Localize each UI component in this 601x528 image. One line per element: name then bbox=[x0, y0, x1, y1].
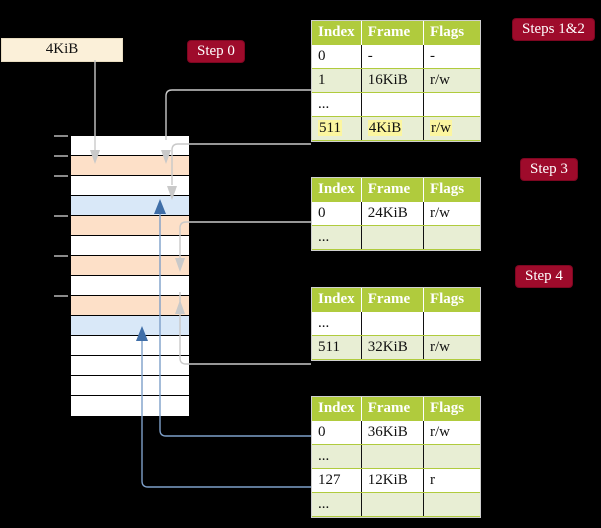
column-header-frame: Frame bbox=[361, 397, 424, 421]
cell-flags: - bbox=[422, 44, 480, 69]
cell-frame: - bbox=[360, 44, 424, 69]
memory-frame-row bbox=[71, 376, 189, 396]
table-row: ... bbox=[312, 225, 480, 250]
column-header-index: Index bbox=[312, 178, 362, 202]
highlighted-value: r/w bbox=[429, 120, 452, 136]
conn-step12-a bbox=[165, 89, 311, 140]
memory-frame-row bbox=[71, 236, 189, 256]
physical-memory-column bbox=[70, 135, 190, 416]
table-row: 0-- bbox=[312, 44, 480, 69]
cell-flags: r/w bbox=[422, 116, 480, 141]
memory-frame-row bbox=[71, 356, 189, 376]
memory-frame-row bbox=[71, 176, 189, 196]
memory-tick-mark bbox=[54, 215, 68, 217]
cell-flags: r/w bbox=[422, 201, 480, 226]
memory-tick-mark bbox=[54, 155, 68, 157]
cell-flags bbox=[422, 492, 480, 517]
cell-index: ... bbox=[312, 225, 362, 250]
badge-step-4: Step 4 bbox=[516, 266, 572, 287]
cell-flags: r/w bbox=[422, 335, 480, 360]
cell-frame: 4KiB bbox=[360, 116, 424, 141]
cell-frame bbox=[360, 492, 424, 517]
cell-index: ... bbox=[312, 311, 362, 336]
cell-index: ... bbox=[312, 92, 362, 117]
memory-frame-row bbox=[71, 216, 189, 236]
column-header-flags: Flags bbox=[423, 21, 480, 45]
highlighted-value: 511 bbox=[318, 120, 342, 136]
column-header-frame: Frame bbox=[361, 288, 424, 312]
cell-index: ... bbox=[312, 444, 362, 469]
column-header-flags: Flags bbox=[423, 288, 480, 312]
cell-index: 0 bbox=[312, 201, 362, 226]
table-row: ... bbox=[312, 92, 480, 117]
table-row: ... bbox=[312, 492, 480, 517]
table-row: 511 4KiB r/w bbox=[312, 116, 480, 141]
cell-index: 0 bbox=[312, 44, 362, 69]
memory-frame-row bbox=[71, 276, 189, 296]
cell-flags bbox=[422, 444, 480, 469]
memory-frame-row bbox=[71, 316, 189, 336]
cell-frame bbox=[360, 92, 424, 117]
badge-steps-1-2: Steps 1&2 bbox=[513, 19, 594, 40]
table-row: ... bbox=[312, 311, 480, 336]
cell-frame: 36KiB bbox=[360, 420, 424, 445]
cell-index: ... bbox=[312, 492, 362, 517]
cell-index: 127 bbox=[312, 468, 362, 493]
cell-frame: 12KiB bbox=[360, 468, 424, 493]
cell-flags: r/w bbox=[422, 68, 480, 93]
conn-step12-b bbox=[171, 143, 311, 185]
table-row: ... bbox=[312, 444, 480, 469]
memory-tick-mark bbox=[54, 295, 68, 297]
memory-tick-mark bbox=[54, 255, 68, 257]
cell-frame bbox=[360, 311, 424, 336]
column-header-index: Index bbox=[312, 21, 362, 45]
cell-flags bbox=[422, 311, 480, 336]
cell-flags bbox=[422, 92, 480, 117]
cell-frame bbox=[360, 444, 424, 469]
memory-frame-row bbox=[71, 296, 189, 316]
frame-size-label: 4KiB bbox=[45, 41, 79, 57]
memory-frame-row bbox=[71, 136, 189, 156]
column-header-flags: Flags bbox=[423, 397, 480, 421]
memory-frame-row bbox=[71, 156, 189, 176]
memory-frame-row bbox=[71, 256, 189, 276]
cell-index: 0 bbox=[312, 420, 362, 445]
column-header-index: Index bbox=[312, 288, 362, 312]
column-header-flags: Flags bbox=[423, 178, 480, 202]
cell-flags: r/w bbox=[422, 420, 480, 445]
column-header-frame: Frame bbox=[361, 21, 424, 45]
cell-frame: 32KiB bbox=[360, 335, 424, 360]
cell-frame: 24KiB bbox=[360, 201, 424, 226]
memory-frame-row bbox=[71, 396, 189, 416]
column-header-index: Index bbox=[312, 397, 362, 421]
cell-index: 511 bbox=[312, 335, 362, 360]
memory-frame-row bbox=[71, 336, 189, 356]
cell-frame: 16KiB bbox=[360, 68, 424, 93]
badge-step-3: Step 3 bbox=[521, 159, 577, 180]
cell-flags bbox=[422, 225, 480, 250]
cell-index: 1 bbox=[312, 68, 362, 93]
cell-flags: r bbox=[422, 468, 480, 493]
memory-tick-mark bbox=[54, 135, 68, 137]
badge-step-0: Step 0 bbox=[188, 41, 244, 62]
memory-frame-row bbox=[71, 196, 189, 216]
cell-index: 511 bbox=[312, 116, 362, 141]
frame-size-box: 4KiB bbox=[1, 38, 123, 62]
conn-step3 bbox=[179, 221, 311, 258]
column-header-frame: Frame bbox=[361, 178, 424, 202]
conn-step4 bbox=[179, 292, 311, 365]
cell-frame bbox=[360, 225, 424, 250]
memory-tick-mark bbox=[54, 175, 68, 177]
highlighted-value: 4KiB bbox=[367, 120, 403, 136]
